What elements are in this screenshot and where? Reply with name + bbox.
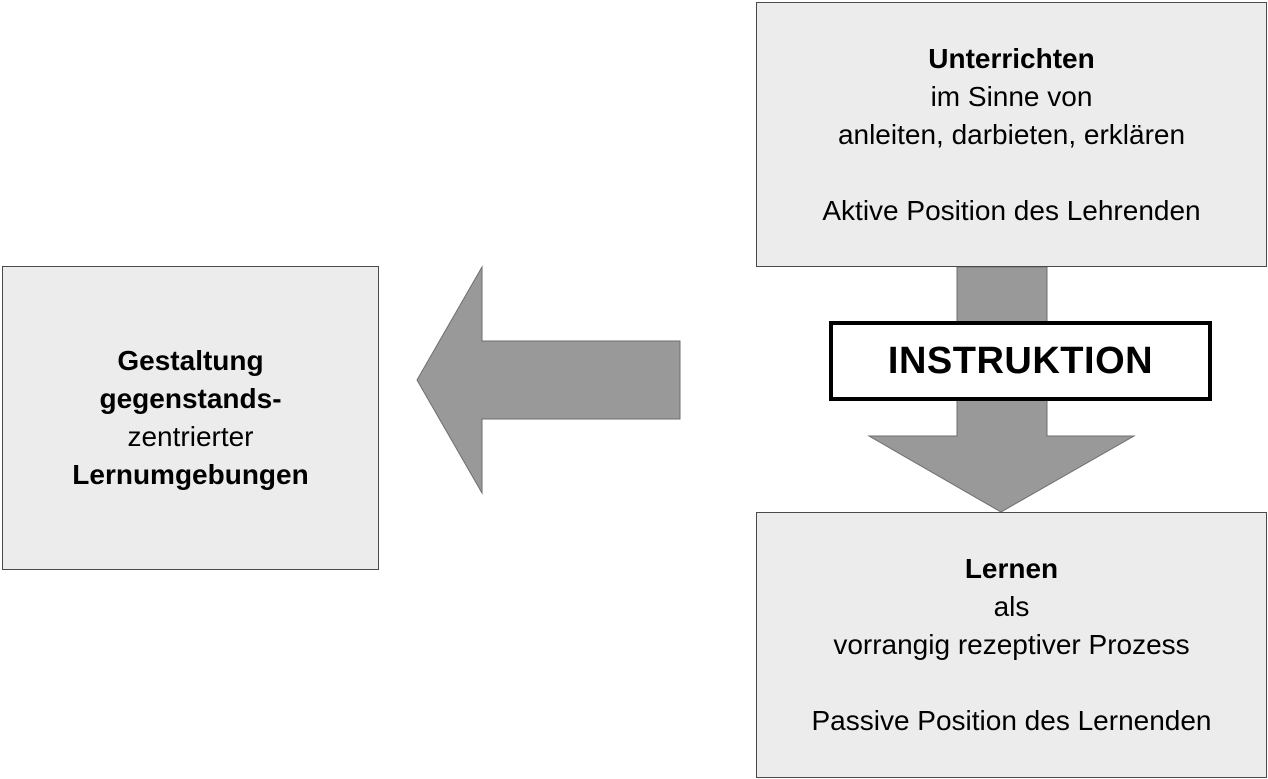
learning-box: Lernen als vorrangig rezeptiver Prozess …	[756, 512, 1267, 778]
instruktion-label: INSTRUKTION	[887, 339, 1154, 382]
learning-title: Lernen	[964, 553, 1059, 584]
design-line-3: zentrierter	[127, 421, 254, 452]
learning-line-3: vorrangig rezeptiver Prozess	[833, 629, 1190, 660]
design-line-1: Gestaltung	[117, 345, 264, 376]
left-arrow	[416, 265, 681, 495]
teaching-box: Unterrichten im Sinne von anleiten, darb…	[756, 2, 1267, 267]
design-line-2: gegenstands-	[99, 383, 282, 414]
design-box: Gestaltung gegenstands- zentrierter Lern…	[2, 266, 379, 570]
learning-line-2: als	[993, 591, 1030, 622]
teaching-line-2: im Sinne von	[930, 80, 1093, 112]
teaching-line-3: anleiten, darbieten, erklären	[837, 118, 1186, 150]
teaching-title: Unterrichten	[928, 42, 1095, 74]
teaching-line-4: Aktive Position des Lehrenden	[822, 194, 1201, 226]
design-line-4: Lernumgebungen	[72, 459, 309, 490]
instruktion-label-box: INSTRUKTION	[829, 321, 1212, 401]
learning-line-4: Passive Position des Lernenden	[811, 705, 1212, 736]
